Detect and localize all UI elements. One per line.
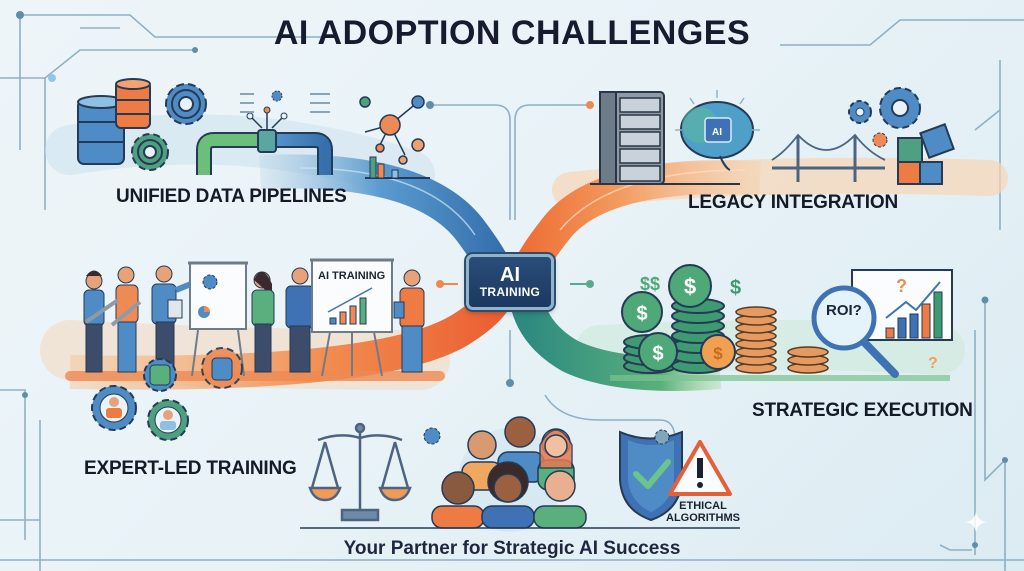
board-ai-training-label: AI TRAINING — [318, 270, 386, 282]
bridge-icon — [771, 133, 886, 182]
ai-chip-label: AI — [712, 127, 722, 138]
ethical-label-line2: ALGORITHMS — [666, 512, 740, 524]
magnifier-icon — [811, 285, 899, 378]
dollar-coins-icon: $ $ $ $ $$ $ — [621, 264, 741, 374]
label-unified-data-pipelines: UNIFIED DATA PIPELINES — [116, 186, 347, 207]
gear-icon — [131, 83, 207, 171]
ai-brain-icon — [675, 90, 760, 171]
gear-person-icon — [91, 347, 243, 441]
roi-label: ROI? — [826, 302, 862, 319]
page-title: AI ADOPTION CHALLENGES — [273, 14, 751, 52]
svg-text:$: $ — [713, 344, 723, 363]
scales-icon — [308, 422, 412, 522]
shield-check-icon — [619, 430, 683, 522]
diverse-people-icon — [300, 416, 740, 532]
ethical-label-line1: ETHICAL — [679, 500, 727, 512]
svg-text:$: $ — [730, 277, 741, 299]
label-legacy-integration: LEGACY INTEGRATION — [688, 192, 898, 213]
database-icon — [77, 78, 151, 165]
hub-line1: AI — [500, 264, 520, 286]
ethical-algorithms-label: ETHICAL ALGORITHMS — [666, 500, 740, 524]
svg-text:$: $ — [652, 343, 663, 365]
gear-icon — [848, 87, 921, 148]
coin-stack-icon — [735, 306, 829, 374]
sparkle-icon — [965, 511, 987, 533]
network-graph-icon — [359, 95, 425, 165]
bar-chart-icon — [365, 156, 430, 179]
pipe-icon — [196, 90, 333, 175]
tagline: Your Partner for Strategic AI Success — [343, 538, 681, 559]
warning-icon — [668, 440, 732, 496]
server-rack-icon — [590, 91, 740, 185]
hub-line2: TRAINING — [479, 285, 541, 299]
question-icon: ? — [896, 276, 907, 296]
puzzle-icon — [897, 123, 955, 185]
label-strategic-execution: STRATEGIC EXECUTION — [752, 400, 973, 421]
ai-training-hub: AI TRAINING — [466, 254, 554, 310]
label-expert-led-training: EXPERT-LED TRAINING — [84, 458, 297, 479]
svg-text:$: $ — [684, 274, 696, 299]
svg-text:?: ? — [928, 355, 938, 372]
svg-text:$: $ — [636, 303, 647, 325]
team-people-icon — [65, 258, 445, 381]
svg-text:$$: $$ — [640, 274, 660, 294]
